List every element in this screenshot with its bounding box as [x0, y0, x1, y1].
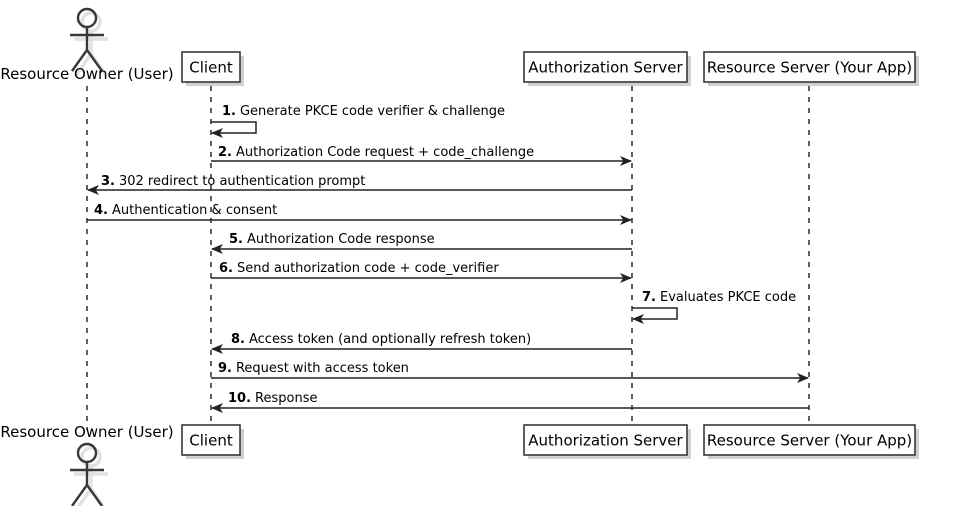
- message-number: 10.: [228, 391, 251, 406]
- message-text: Authorization Code request + code_challe…: [236, 145, 534, 160]
- message-number: 5.: [229, 232, 243, 247]
- message-label-2: 2. Authorization Code request + code_chal…: [218, 145, 534, 160]
- message-label-5: 5. Authorization Code response: [229, 232, 435, 247]
- message-6[interactable]: 6. Send authorization code + code_verifie…: [211, 261, 632, 283]
- actor-label-resource-owner: Resource Owner (User): [0, 65, 173, 83]
- participant-box-client[interactable]: [181, 424, 241, 456]
- message-text: Response: [255, 391, 317, 406]
- message-number: 9.: [218, 361, 232, 376]
- message-1[interactable]: 1. Generate PKCE code verifier & challeng…: [211, 104, 505, 138]
- participant-label-resource-server: Resource Server (Your App): [707, 59, 912, 77]
- messages-layer: 1. Generate PKCE code verifier & challeng…: [87, 104, 809, 413]
- message-number: 7.: [642, 290, 656, 305]
- participant-label-resource-server: Resource Server (Your App): [707, 432, 912, 450]
- message-9[interactable]: 9. Request with access token: [211, 361, 809, 383]
- message-2[interactable]: 2. Authorization Code request + code_chal…: [211, 145, 632, 166]
- message-label-6: 6. Send authorization code + code_verifie…: [219, 261, 499, 276]
- message-text: Access token (and optionally refresh tok…: [249, 332, 531, 347]
- message-number: 4.: [94, 203, 108, 218]
- message-number: 2.: [218, 145, 232, 160]
- message-5[interactable]: 5. Authorization Code response: [211, 232, 632, 254]
- message-label-9: 9. Request with access token: [218, 361, 409, 376]
- message-text: Request with access token: [236, 361, 409, 376]
- participant-box-resource-server[interactable]: [703, 424, 916, 456]
- actor-figures-layer: Resource Owner (User) Resource Owner (Use…: [0, 7, 174, 506]
- actor-label-resource-owner: Resource Owner (User): [0, 423, 173, 441]
- message-3[interactable]: 3. 302 redirect to authentication prompt: [87, 174, 632, 195]
- message-text: 302 redirect to authentication prompt: [119, 174, 365, 189]
- message-8[interactable]: 8. Access token (and optionally refresh t…: [211, 332, 632, 354]
- message-number: 6.: [219, 261, 233, 276]
- participant-label-authorization-server: Authorization Server: [528, 432, 683, 450]
- self-message-path: [211, 121, 257, 138]
- message-number: 3.: [101, 174, 115, 189]
- participant-label-authorization-server: Authorization Server: [528, 59, 683, 77]
- message-label-7: 7. Evaluates PKCE code: [642, 290, 796, 305]
- message-label-4: 4. Authentication & consent: [94, 203, 277, 218]
- message-7[interactable]: 7. Evaluates PKCE code: [632, 290, 796, 324]
- lifelines-layer: [86, 86, 810, 430]
- participant-box-resource-server[interactable]: [703, 51, 916, 83]
- participant-box-authorization-server[interactable]: [523, 51, 688, 83]
- message-number: 1.: [222, 104, 236, 119]
- actor-figure-resource-owner[interactable]: [70, 442, 104, 506]
- message-text: Send authorization code + code_verifier: [237, 261, 499, 276]
- self-message-path: [632, 307, 678, 324]
- message-label-8: 8. Access token (and optionally refresh t…: [231, 332, 531, 347]
- message-label-1: 1. Generate PKCE code verifier & challeng…: [222, 104, 505, 119]
- message-number: 8.: [231, 332, 245, 347]
- actor-figure-resource-owner[interactable]: [70, 7, 104, 72]
- participant-label-client: Client: [189, 432, 233, 450]
- message-4[interactable]: 4. Authentication & consent: [87, 203, 632, 225]
- message-text: Authorization Code response: [247, 232, 435, 247]
- message-text: Evaluates PKCE code: [660, 290, 796, 305]
- message-text: Generate PKCE code verifier & challenge: [240, 104, 505, 119]
- participant-box-authorization-server[interactable]: [523, 424, 688, 456]
- participant-box-client[interactable]: [181, 51, 241, 83]
- message-10[interactable]: 10. Response: [211, 391, 809, 413]
- message-text: Authentication & consent: [112, 203, 277, 218]
- participant-label-client: Client: [189, 59, 233, 77]
- message-label-10: 10. Response: [228, 391, 317, 406]
- message-label-3: 3. 302 redirect to authentication prompt: [101, 174, 365, 189]
